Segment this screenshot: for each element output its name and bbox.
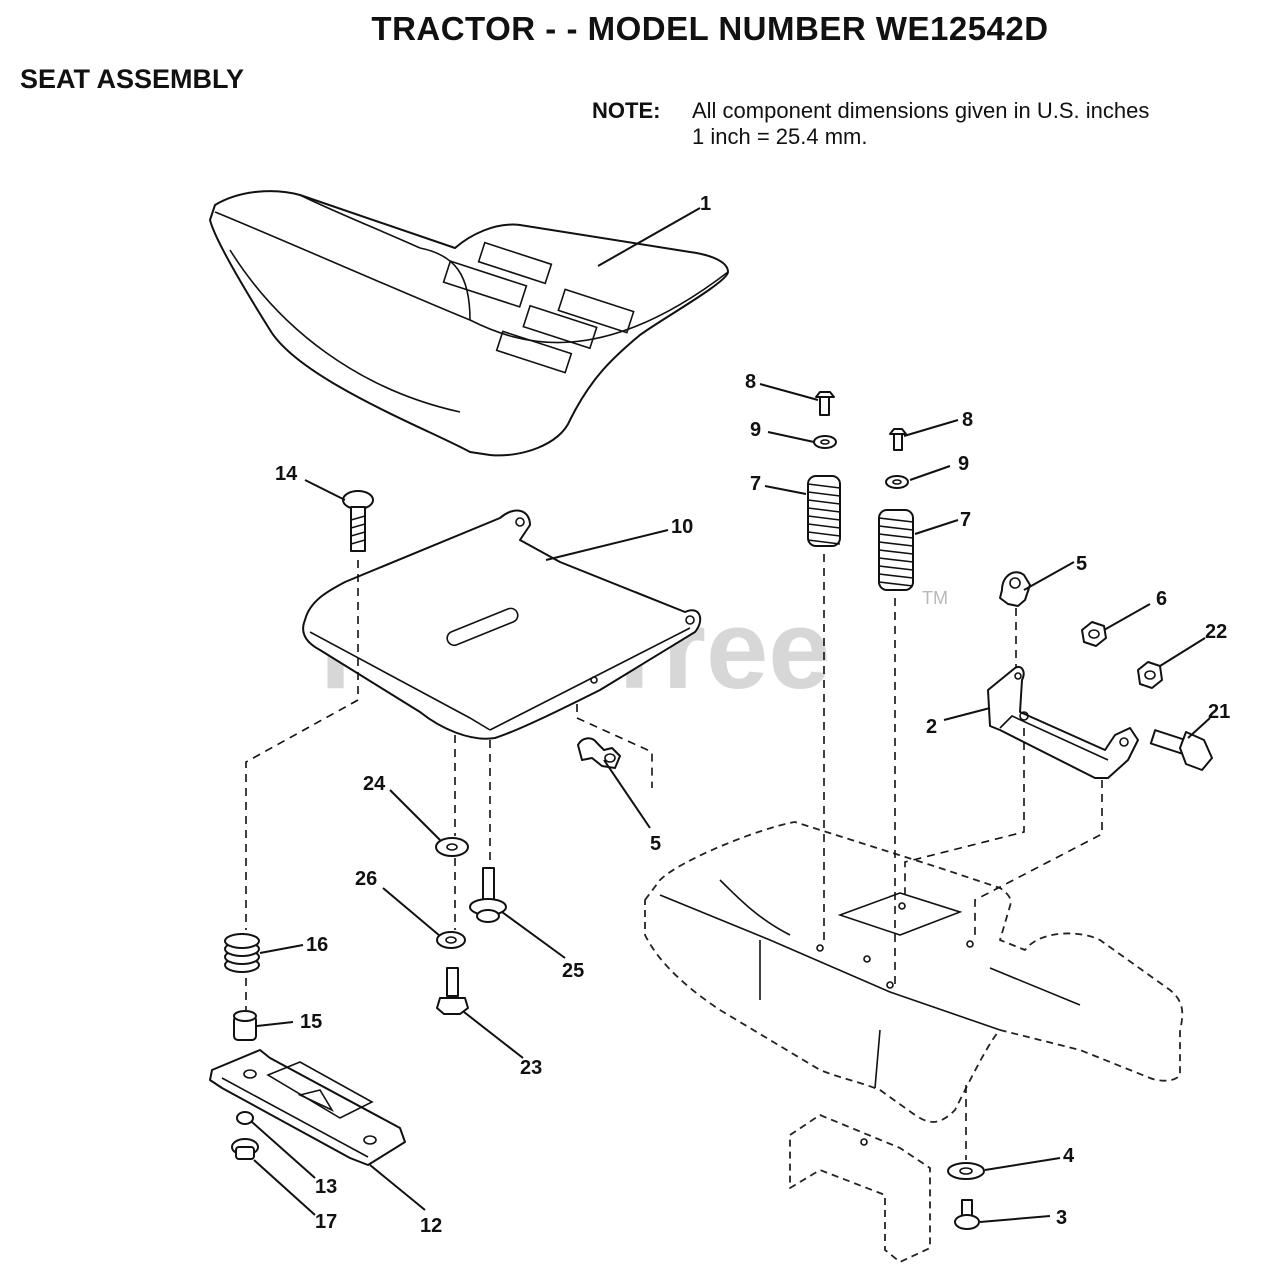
spring-7-right-part[interactable] [878,509,914,591]
callout-15[interactable]: 15 [300,1011,322,1033]
nut-22-part[interactable] [1137,661,1163,689]
shoulder-bolt-25-part[interactable] [469,867,507,923]
watermark-tm: TM [922,588,948,608]
bolt-3-part[interactable] [954,1199,980,1230]
callout-4[interactable]: 4 [1063,1145,1075,1167]
tractor-frame-outline [644,821,1184,1263]
seat-pan-part[interactable] [302,509,702,740]
washer-9-left-part[interactable] [813,435,837,449]
seat-bracket-plate-part[interactable] [209,1049,406,1166]
bolt-8-left-part[interactable] [815,391,835,416]
note-label: NOTE: [592,98,661,123]
bolt-8-right-part[interactable] [889,428,907,451]
callout-17[interactable]: 17 [315,1211,337,1233]
washer-24-part[interactable] [435,837,469,857]
note-line-1: All component dimensions given in U.S. i… [692,98,1150,123]
callout-3[interactable]: 3 [1056,1207,1067,1229]
callout-5-right[interactable]: 5 [1076,553,1087,575]
washer-13-part[interactable] [236,1111,254,1125]
callout-8-left[interactable]: 8 [745,371,756,393]
callout-5-left[interactable]: 5 [650,833,661,855]
callout-23[interactable]: 23 [520,1057,542,1079]
spring-7-left-part[interactable] [807,475,841,547]
adjustment-knob-right-part[interactable] [999,571,1031,607]
hex-bolt-23-part[interactable] [436,967,469,1015]
callout-6[interactable]: 6 [1156,588,1167,610]
callout-12[interactable]: 12 [420,1215,442,1237]
callout-7-left[interactable]: 7 [750,473,761,495]
callout-2[interactable]: 2 [926,716,937,738]
callout-21[interactable]: 21 [1208,701,1230,723]
callout-7-right[interactable]: 7 [960,509,971,531]
nut-6-part[interactable] [1081,621,1107,647]
diagram-title: TRACTOR - - MODEL NUMBER WE12542D [371,10,1049,47]
bolt-21-part[interactable] [1149,729,1213,771]
washer-4-part[interactable] [947,1162,985,1180]
note-line-2: 1 inch = 25.4 mm. [692,124,868,149]
assembly-subtitle: SEAT ASSEMBLY [20,64,245,94]
callout-26[interactable]: 26 [355,868,377,890]
carriage-bolt-part[interactable] [342,490,374,552]
seat-bracket-2-part[interactable] [987,666,1139,779]
nut-17-part[interactable] [231,1138,259,1160]
callout-25[interactable]: 25 [562,960,584,982]
note-text: All component dimensions given in U.S. i… [692,98,1267,150]
callout-16[interactable]: 16 [306,934,328,956]
callout-10[interactable]: 10 [671,516,693,538]
callout-9-left[interactable]: 9 [750,419,761,441]
callout-1[interactable]: 1 [700,193,711,215]
washer-9-right-part[interactable] [885,475,909,489]
lock-washer-26-part[interactable] [436,931,466,949]
seat-part[interactable] [209,190,729,457]
callout-9-right[interactable]: 9 [958,453,969,475]
adjustment-knob-left-part[interactable] [577,737,621,769]
callout-24[interactable]: 24 [363,773,386,795]
callout-13[interactable]: 13 [315,1176,337,1198]
spring-16-part[interactable] [224,933,260,973]
spacer-15-part[interactable] [233,1010,257,1041]
callout-8-right[interactable]: 8 [962,409,973,431]
callout-22[interactable]: 22 [1205,621,1227,643]
callout-14[interactable]: 14 [275,463,298,485]
